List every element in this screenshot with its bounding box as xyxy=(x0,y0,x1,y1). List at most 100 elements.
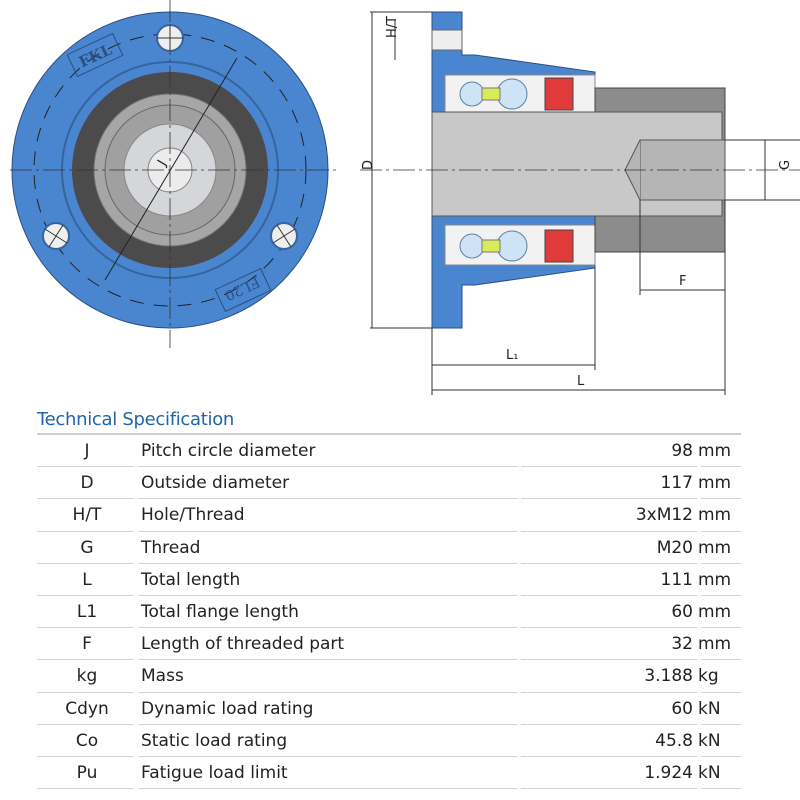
row-divider xyxy=(701,594,741,596)
row-divider xyxy=(138,530,518,532)
row-divider xyxy=(701,562,741,564)
dim-label-l1: L₁ xyxy=(506,348,518,363)
row-divider xyxy=(37,659,134,661)
cell-description: Hole/Thread xyxy=(141,505,245,526)
cell-symbol: H/T xyxy=(72,505,102,526)
cell-description: Length of threaded part xyxy=(141,634,345,655)
cell-unit: mm xyxy=(698,537,732,558)
cell-description: Mass xyxy=(141,666,184,687)
dim-label-g: G xyxy=(778,160,793,170)
spec-title: Technical Specification xyxy=(37,409,235,430)
row-divider xyxy=(138,723,518,725)
dim-label-j: J xyxy=(155,158,170,170)
cell-unit: mm xyxy=(698,569,732,590)
row-divider xyxy=(37,562,134,564)
row-divider xyxy=(37,466,134,468)
row-divider xyxy=(701,755,741,757)
row-divider xyxy=(521,594,697,596)
row-divider xyxy=(701,498,741,500)
row-divider xyxy=(521,627,697,629)
row-divider xyxy=(37,498,134,500)
cell-symbol: G xyxy=(80,537,94,558)
side-view: D H/T G F L₁ L xyxy=(360,11,800,395)
technical-drawing: FKL FL20 J D H/T G F L₁ L xyxy=(10,0,800,395)
row-divider xyxy=(138,466,518,468)
cell-value: 117 xyxy=(660,473,693,494)
cell-symbol: Pu xyxy=(76,762,98,783)
row-divider xyxy=(37,723,134,725)
bolt-hole xyxy=(42,222,70,250)
row-divider xyxy=(138,691,518,693)
row-divider xyxy=(701,659,741,661)
cell-description: Static load rating xyxy=(141,730,288,751)
cell-value: 3.188 xyxy=(644,666,693,687)
row-divider xyxy=(521,788,697,790)
row-divider xyxy=(701,723,741,725)
row-divider xyxy=(521,562,697,564)
row-divider xyxy=(521,723,697,725)
row-divider xyxy=(701,691,741,693)
cell-unit: mm xyxy=(698,634,732,655)
bolt-hole xyxy=(156,24,184,52)
cell-value: 60 xyxy=(671,601,693,622)
dim-label-d: D xyxy=(361,160,376,170)
cell-symbol: J xyxy=(84,441,90,461)
cell-symbol: kg xyxy=(76,666,98,687)
row-divider xyxy=(138,659,518,661)
cell-unit: kN xyxy=(698,698,721,719)
row-divider xyxy=(37,530,134,532)
cell-value: 98 xyxy=(671,441,693,461)
cell-description: Dynamic load rating xyxy=(141,698,314,719)
cell-unit: kg xyxy=(698,666,719,687)
cell-value: 32 xyxy=(671,634,693,655)
row-divider xyxy=(138,562,518,564)
row-divider xyxy=(521,530,697,532)
cell-symbol: Cdyn xyxy=(65,698,109,719)
cell-unit: kN xyxy=(698,762,721,783)
dim-label-l: L xyxy=(577,374,585,389)
row-divider xyxy=(138,498,518,500)
cell-description: Total length xyxy=(141,569,241,590)
row-divider xyxy=(521,755,697,757)
row-divider xyxy=(138,788,518,790)
row-divider xyxy=(701,530,741,532)
cell-description: Outside diameter xyxy=(141,473,290,494)
row-divider xyxy=(521,659,697,661)
row-divider xyxy=(37,788,134,790)
cell-unit: mm xyxy=(698,441,732,461)
row-divider xyxy=(138,627,518,629)
row-divider xyxy=(521,498,697,500)
front-view: FKL FL20 J xyxy=(10,0,338,348)
cell-description: Thread xyxy=(141,537,201,558)
row-divider xyxy=(701,627,741,629)
cell-unit: mm xyxy=(698,473,732,494)
cell-value: 1.924 xyxy=(644,762,693,783)
cell-description: Pitch circle diameter xyxy=(141,441,316,461)
row-divider xyxy=(37,691,134,693)
cell-value: M20 xyxy=(656,537,693,558)
cell-description: Total flange length xyxy=(141,601,299,622)
cell-value: 45.8 xyxy=(655,730,693,751)
row-divider xyxy=(37,594,134,596)
cell-unit: mm xyxy=(698,601,732,622)
row-divider xyxy=(521,466,697,468)
cell-unit: mm xyxy=(698,505,732,526)
dim-label-f: F xyxy=(679,274,686,289)
cell-value: 111 xyxy=(660,569,693,590)
bolt-hole xyxy=(270,222,298,250)
cell-symbol: Co xyxy=(75,730,99,751)
title-divider xyxy=(37,433,741,435)
cell-symbol: L1 xyxy=(76,601,98,622)
